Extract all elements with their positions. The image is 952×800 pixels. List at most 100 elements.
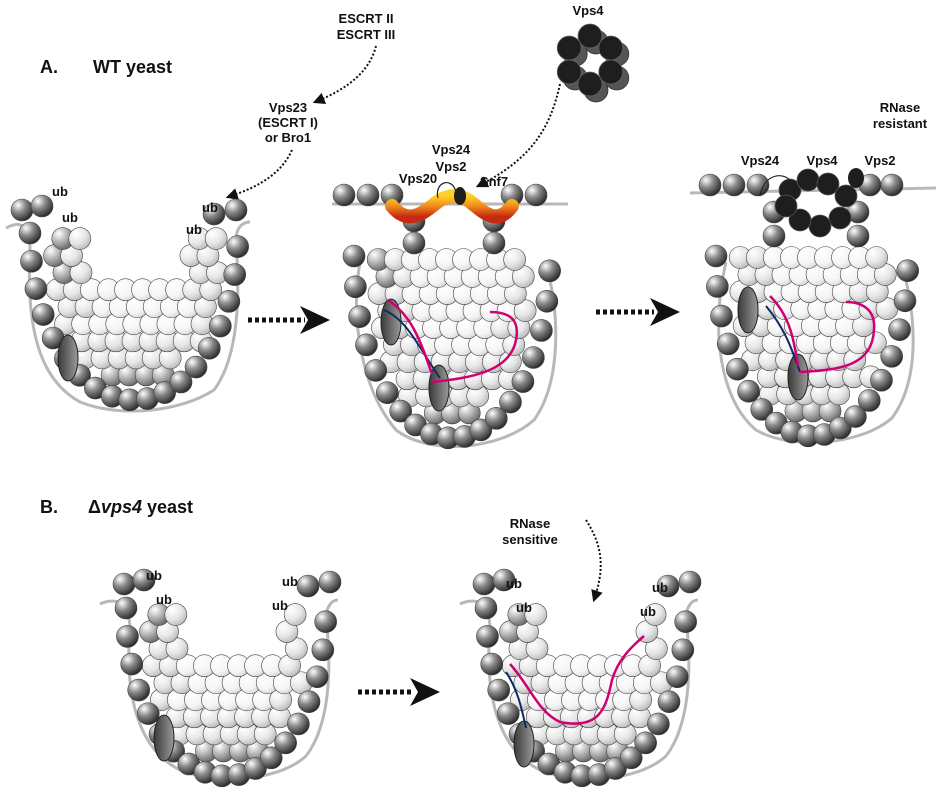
vesicle-particle bbox=[704, 244, 728, 268]
step-arrow-a2-head bbox=[650, 298, 680, 326]
vesicle-particle bbox=[18, 221, 42, 245]
membrane-protein bbox=[380, 298, 402, 346]
vesicle-particle bbox=[389, 399, 413, 423]
vesicle-particle bbox=[870, 368, 893, 392]
vesicle-particle bbox=[402, 231, 426, 255]
panel-b-letter: B. bbox=[40, 497, 58, 517]
ubiquitin-label: ub bbox=[202, 200, 218, 215]
vps24-label: Vps24 bbox=[432, 142, 471, 157]
vesicle-particle bbox=[604, 757, 627, 780]
ubiquitin-label: ub bbox=[652, 580, 668, 595]
vesicle-particle bbox=[665, 665, 689, 689]
vesicle-particle bbox=[513, 299, 537, 322]
vesicle-particle bbox=[656, 574, 680, 598]
vesicle-particle bbox=[492, 568, 516, 592]
vesicle-particle bbox=[342, 244, 366, 268]
vesicle-particle bbox=[10, 198, 34, 222]
escrt-i-label: (ESCRT I) bbox=[258, 115, 318, 130]
ubiquitin-label: ub bbox=[272, 598, 288, 613]
vesicle-particle bbox=[893, 289, 917, 313]
rnase-sensitive-arrow bbox=[585, 519, 603, 603]
vesicle-particle bbox=[224, 198, 248, 222]
vesicle-particle bbox=[857, 389, 881, 412]
ubiquitin-label: ub bbox=[146, 568, 162, 583]
vesicle-particle bbox=[274, 731, 297, 755]
vesicle-particle bbox=[469, 418, 493, 442]
vesicle-particle bbox=[217, 290, 241, 313]
vesicle-particle bbox=[511, 370, 535, 393]
vps24-subunit bbox=[436, 182, 457, 199]
ubiquitin-label: ub bbox=[282, 574, 298, 589]
rna-navy-strand bbox=[383, 309, 441, 379]
ubiquitin-label: ub bbox=[186, 222, 202, 237]
vps4-particle bbox=[556, 59, 582, 85]
vps4-particle bbox=[808, 214, 832, 238]
ubiquitin-label: ub bbox=[156, 592, 172, 607]
vesicle-particle bbox=[865, 246, 888, 269]
panel-b-title: Δvps4 yeast bbox=[88, 497, 193, 517]
step-arrow-a1-head bbox=[300, 306, 330, 334]
membrane-protein bbox=[737, 286, 759, 334]
vesicle-particle bbox=[283, 603, 307, 626]
vesicle-particle bbox=[671, 638, 695, 662]
rna-navy-strand bbox=[505, 671, 527, 729]
vesicle-particle bbox=[828, 416, 852, 440]
escrt-arrow bbox=[312, 45, 377, 105]
vesicle-particle bbox=[112, 572, 136, 596]
vesicle-particle bbox=[496, 702, 520, 725]
vesicle-particle bbox=[30, 194, 54, 218]
rnase-resistant-label-2: resistant bbox=[873, 116, 928, 131]
vps4-complex-label: Vps4 bbox=[572, 3, 604, 18]
rna-magenta-strand bbox=[431, 310, 519, 384]
vesicle-particle bbox=[209, 314, 232, 338]
vps2-subunit bbox=[848, 168, 864, 188]
vesicle-particle bbox=[476, 625, 499, 648]
vps4-delta-cell-1: ub ub ub ub bbox=[99, 568, 342, 788]
vesicle-particle bbox=[184, 355, 208, 379]
vps24-subunit bbox=[759, 175, 791, 197]
vps4-particle bbox=[828, 206, 852, 230]
wt-vps4-bound-cell bbox=[689, 168, 937, 448]
ubiquitin-label: ub bbox=[640, 604, 656, 619]
vesicle-particle bbox=[314, 610, 337, 633]
vps4-particle bbox=[834, 184, 858, 208]
vesicle-particle bbox=[348, 305, 371, 328]
escrt-iii-label: ESCRT III bbox=[337, 27, 396, 42]
vesicle-particle bbox=[888, 318, 911, 341]
vesicle-particle bbox=[503, 248, 526, 271]
membrane-protein bbox=[428, 364, 450, 412]
vesicle-particle bbox=[678, 570, 702, 594]
vesicle-particle bbox=[259, 746, 283, 770]
vesicle-particle bbox=[305, 665, 329, 689]
vps4-label-b: Vps4 bbox=[806, 153, 838, 168]
vesicle-particle bbox=[706, 275, 729, 298]
rnase-resistant-label-1: RNase bbox=[880, 100, 920, 115]
vps4-particle bbox=[598, 59, 624, 85]
membrane-protein bbox=[787, 353, 809, 401]
vesicle-particle bbox=[355, 333, 378, 357]
snf7-label: Snf7 bbox=[480, 174, 508, 189]
membrane-protein bbox=[57, 334, 79, 382]
panel-a-title: WT yeast bbox=[93, 57, 172, 77]
vps2-label: Vps2 bbox=[435, 159, 466, 174]
vesicle-particle bbox=[204, 227, 228, 250]
vps4-particle bbox=[788, 208, 812, 232]
vesicle-particle bbox=[524, 183, 548, 207]
vesicle-particle bbox=[202, 202, 226, 226]
vps4-particle bbox=[598, 35, 624, 61]
vesicle-particle bbox=[619, 746, 643, 770]
vesicle-particle bbox=[480, 652, 504, 676]
vesicle-particle bbox=[716, 332, 740, 356]
vesicle-particle bbox=[530, 319, 553, 342]
vesicle-particle bbox=[364, 359, 388, 382]
vesicle-particle bbox=[647, 712, 670, 736]
rnase-sensitive-label-1: RNase bbox=[510, 516, 550, 531]
vesicle-particle bbox=[643, 603, 667, 626]
vesicle-particle bbox=[344, 275, 367, 299]
vesicle-particle bbox=[114, 596, 138, 620]
vesicle-particle bbox=[223, 263, 247, 286]
vesicle-particle bbox=[750, 398, 774, 421]
vesicle-particle bbox=[297, 690, 321, 713]
vesicle-particle bbox=[524, 603, 548, 626]
